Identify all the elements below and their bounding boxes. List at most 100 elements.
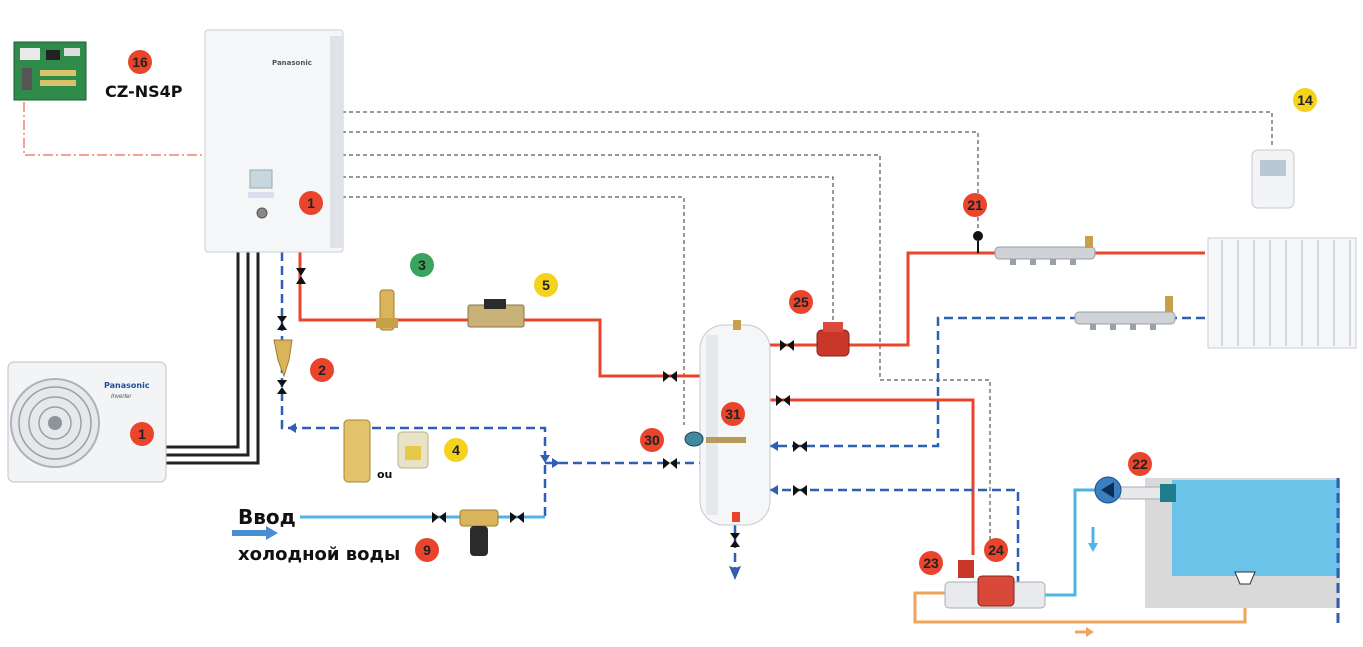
hot-supply-pipe — [298, 250, 700, 378]
inlet-label-line2: холодной воды — [238, 544, 400, 565]
controller-model-label: CZ-NS4P — [105, 82, 183, 101]
valve-icon — [277, 316, 287, 330]
badge-3 — [410, 253, 434, 277]
badge-1-outdoor-label: 1 — [138, 426, 146, 442]
pool-exchanger-return-pipe — [770, 488, 1020, 585]
flow-arrow-icon — [552, 458, 560, 468]
badge-14 — [1293, 88, 1317, 112]
cold-return-pipe — [280, 252, 547, 517]
refrigerant-line-1 — [165, 250, 240, 449]
badge-4 — [444, 438, 468, 462]
pool-water — [1172, 480, 1340, 576]
badge-30-label: 30 — [644, 432, 660, 448]
signal-line-circulator — [342, 176, 834, 330]
signal-line-pool-pump — [342, 154, 991, 540]
magnetic-filter-icon — [343, 419, 371, 483]
badge-21 — [963, 193, 987, 217]
pool-drain-icon — [1234, 571, 1256, 585]
tank-sensor-icon — [684, 431, 704, 447]
thermostat-icon — [1251, 149, 1295, 209]
flow-down-arrow-head-icon — [1088, 543, 1098, 552]
valve-icon — [793, 441, 807, 452]
indoor-display — [249, 169, 273, 189]
inlet-label-line1: Ввод — [238, 505, 296, 529]
refrigerant-lines — [165, 250, 260, 465]
badge-1-outdoor — [130, 422, 154, 446]
pool-suction-pipe — [913, 585, 1247, 624]
badge-24-label: 24 — [988, 542, 1004, 558]
dhw-tank: 30 31 — [640, 320, 771, 526]
badge-9-label: 9 — [423, 542, 431, 558]
pool: 22 — [1094, 452, 1340, 625]
filter-options: ou 4 — [343, 419, 468, 483]
circulator-pump: 25 — [789, 290, 850, 357]
indoor-unit: Panasonic 1 — [204, 29, 344, 253]
refrigerant-line-2 — [165, 250, 250, 457]
heating-manifolds: 21 — [963, 193, 1176, 330]
badge-23 — [919, 551, 943, 575]
valve-icon — [793, 485, 807, 496]
badge-25-label: 25 — [793, 294, 809, 310]
drain-arrow-icon — [729, 566, 741, 580]
strainer-icon — [273, 339, 293, 378]
badge-2 — [310, 358, 334, 382]
safety-group: 3 — [376, 253, 434, 331]
valve-icon — [432, 512, 446, 523]
outdoor-series-label: Inverter — [111, 394, 132, 400]
badge-22 — [1128, 452, 1152, 476]
badge-5 — [534, 273, 558, 297]
badge-23-label: 23 — [923, 555, 939, 571]
badge-22-label: 22 — [1132, 456, 1148, 472]
badge-21-label: 21 — [967, 197, 983, 213]
supply-manifold-icon — [994, 246, 1096, 260]
strainer: 2 — [273, 339, 334, 382]
or-label: ou — [377, 468, 392, 481]
pool-return-pipe — [1040, 488, 1100, 597]
flow-arrow-icon — [770, 485, 778, 495]
radiator-icon — [1207, 237, 1357, 349]
signal-line-sensor — [342, 131, 979, 232]
badge-31 — [721, 402, 745, 426]
badge-25 — [789, 290, 813, 314]
valves — [277, 268, 807, 547]
cold-water-inlet: Ввод холодной воды — [232, 505, 400, 565]
pool-heat-exchanger: 23 24 — [919, 538, 1046, 609]
badge-31-label: 31 — [725, 406, 741, 422]
valve-icon — [776, 395, 790, 406]
indoor-brand-label: Panasonic — [272, 59, 312, 67]
flow-arrow-icon — [540, 455, 550, 463]
indoor-knob — [256, 207, 268, 219]
flow-right-arrow-head-icon — [1086, 627, 1094, 637]
heating-return-pipe — [770, 316, 1205, 448]
pool-inlet-nozzle-icon — [1160, 484, 1176, 502]
badge-24 — [984, 538, 1008, 562]
badge-16 — [128, 50, 152, 74]
valve-icon — [510, 512, 524, 523]
pressure-reducer: 9 — [415, 509, 499, 562]
badge-16-label: 16 — [132, 54, 148, 70]
radiator — [1207, 237, 1357, 349]
badge-2-label: 2 — [318, 362, 326, 378]
flow-arrow-icon — [770, 441, 778, 451]
valve-icon — [277, 380, 287, 394]
badge-14-label: 14 — [1297, 92, 1313, 108]
pool-exchanger-supply-pipe — [770, 398, 975, 555]
badge-4-label: 4 — [452, 442, 460, 458]
flow-arrow-icon — [288, 423, 296, 433]
valve-icon — [730, 533, 740, 547]
signal-line-thermostat — [342, 111, 1273, 148]
badge-9 — [415, 538, 439, 562]
inlet-arrow-head-icon — [266, 526, 278, 540]
badge-1-indoor — [299, 191, 323, 215]
badge-1-indoor-label: 1 — [307, 195, 315, 211]
valve-icon — [780, 340, 794, 351]
valve-icon — [296, 268, 306, 284]
return-manifold-icon — [1074, 311, 1176, 325]
circulator-pump-icon — [816, 329, 850, 357]
pressure-reducer-icon — [459, 509, 499, 527]
signal-line-tank-sensor — [342, 196, 685, 425]
badge-30 — [640, 428, 664, 452]
room-thermostat: 14 — [1251, 88, 1317, 209]
outdoor-unit: Panasonic Inverter 1 — [7, 361, 167, 483]
